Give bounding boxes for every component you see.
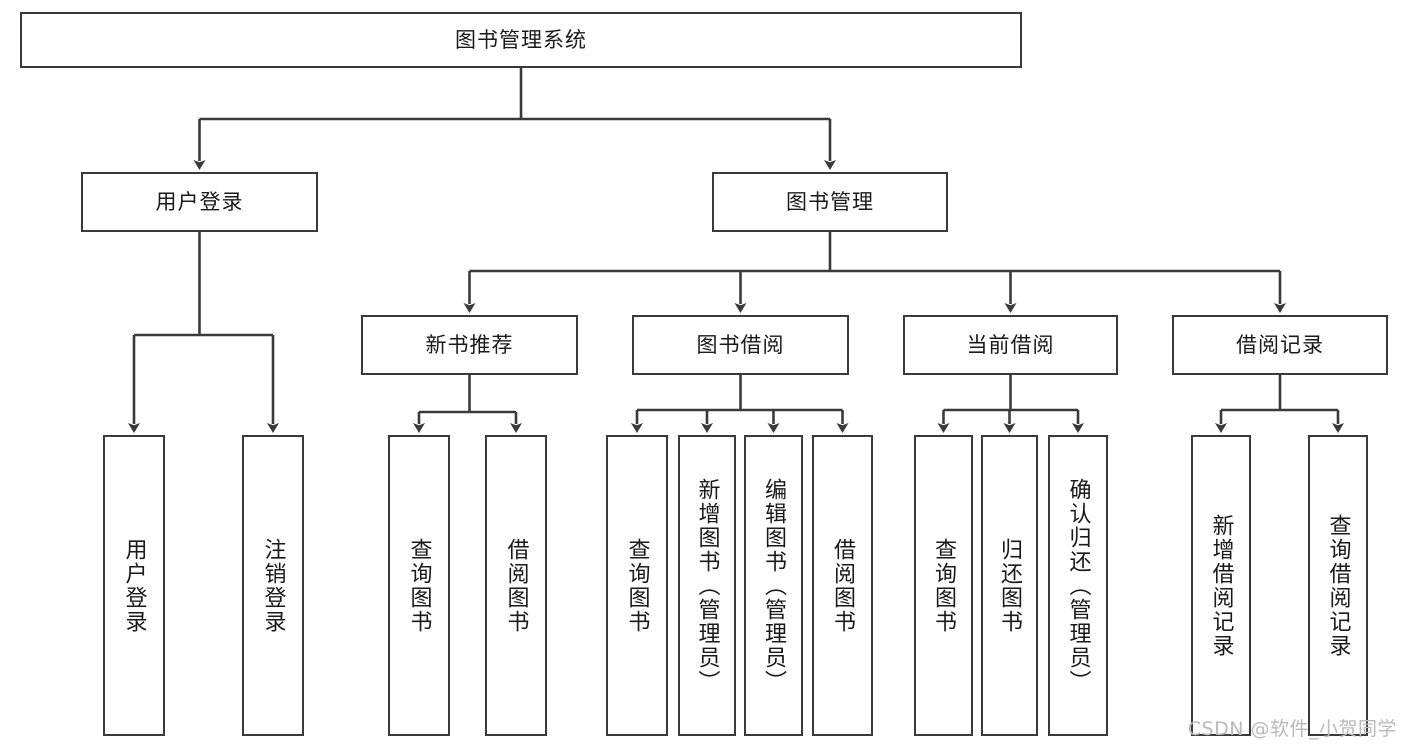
leaf-user-login-label: 用户登录 xyxy=(121,537,147,634)
leaf-logout[interactable]: 注销登录 xyxy=(242,435,304,736)
leaf-edit-book-admin-label: 编辑图书（管理员） xyxy=(761,477,787,694)
leaf-confirm-return-admin[interactable]: 确认归还（管理员） xyxy=(1048,435,1108,736)
node-current-borrow-label: 当前借阅 xyxy=(966,332,1055,357)
leaf-add-borrow-record-label: 新增借阅记录 xyxy=(1208,513,1234,658)
leaf-add-book-admin-label: 新增图书（管理员） xyxy=(694,477,720,694)
node-current-borrow[interactable]: 当前借阅 xyxy=(903,315,1118,375)
leaf-query-borrow-record[interactable]: 查询借阅记录 xyxy=(1308,435,1368,736)
leaf-return-book[interactable]: 归还图书 xyxy=(981,435,1038,736)
leaf-query-book-borrow[interactable]: 查询图书 xyxy=(606,435,668,736)
leaf-user-login[interactable]: 用户登录 xyxy=(103,435,165,736)
node-user-login[interactable]: 用户登录 xyxy=(81,172,318,232)
leaf-borrow-book[interactable]: 借阅图书 xyxy=(812,435,873,736)
node-borrow-record-label: 借阅记录 xyxy=(1236,332,1324,357)
node-user-login-label: 用户登录 xyxy=(155,189,244,214)
leaf-query-book-recommend[interactable]: 查询图书 xyxy=(388,435,450,736)
leaf-confirm-return-admin-label: 确认归还（管理员） xyxy=(1065,477,1091,694)
node-new-book-recommend[interactable]: 新书推荐 xyxy=(361,315,578,375)
leaf-logout-label: 注销登录 xyxy=(260,537,286,634)
leaf-borrow-book-recommend[interactable]: 借阅图书 xyxy=(485,435,547,736)
leaf-query-book-recommend-label: 查询图书 xyxy=(406,537,432,634)
leaf-add-borrow-record[interactable]: 新增借阅记录 xyxy=(1191,435,1251,736)
node-root[interactable]: 图书管理系统 xyxy=(20,12,1022,68)
leaf-edit-book-admin[interactable]: 编辑图书（管理员） xyxy=(744,435,803,736)
leaf-query-book-current-label: 查询图书 xyxy=(931,537,957,634)
node-borrow-record[interactable]: 借阅记录 xyxy=(1172,315,1388,375)
node-book-management-label: 图书管理 xyxy=(786,189,874,214)
leaf-query-book-borrow-label: 查询图书 xyxy=(624,537,650,634)
node-book-management[interactable]: 图书管理 xyxy=(712,172,948,232)
leaf-query-book-current[interactable]: 查询图书 xyxy=(914,435,973,736)
node-root-label: 图书管理系统 xyxy=(455,27,587,52)
leaf-return-book-label: 归还图书 xyxy=(997,537,1023,634)
leaf-borrow-book-recommend-label: 借阅图书 xyxy=(503,537,529,634)
leaf-borrow-book-label: 借阅图书 xyxy=(830,537,856,634)
leaf-query-borrow-record-label: 查询借阅记录 xyxy=(1325,513,1351,658)
node-book-borrow-label: 图书借阅 xyxy=(696,332,785,357)
leaf-add-book-admin[interactable]: 新增图书（管理员） xyxy=(678,435,736,736)
node-new-book-recommend-label: 新书推荐 xyxy=(425,332,514,357)
node-book-borrow[interactable]: 图书借阅 xyxy=(632,315,849,375)
